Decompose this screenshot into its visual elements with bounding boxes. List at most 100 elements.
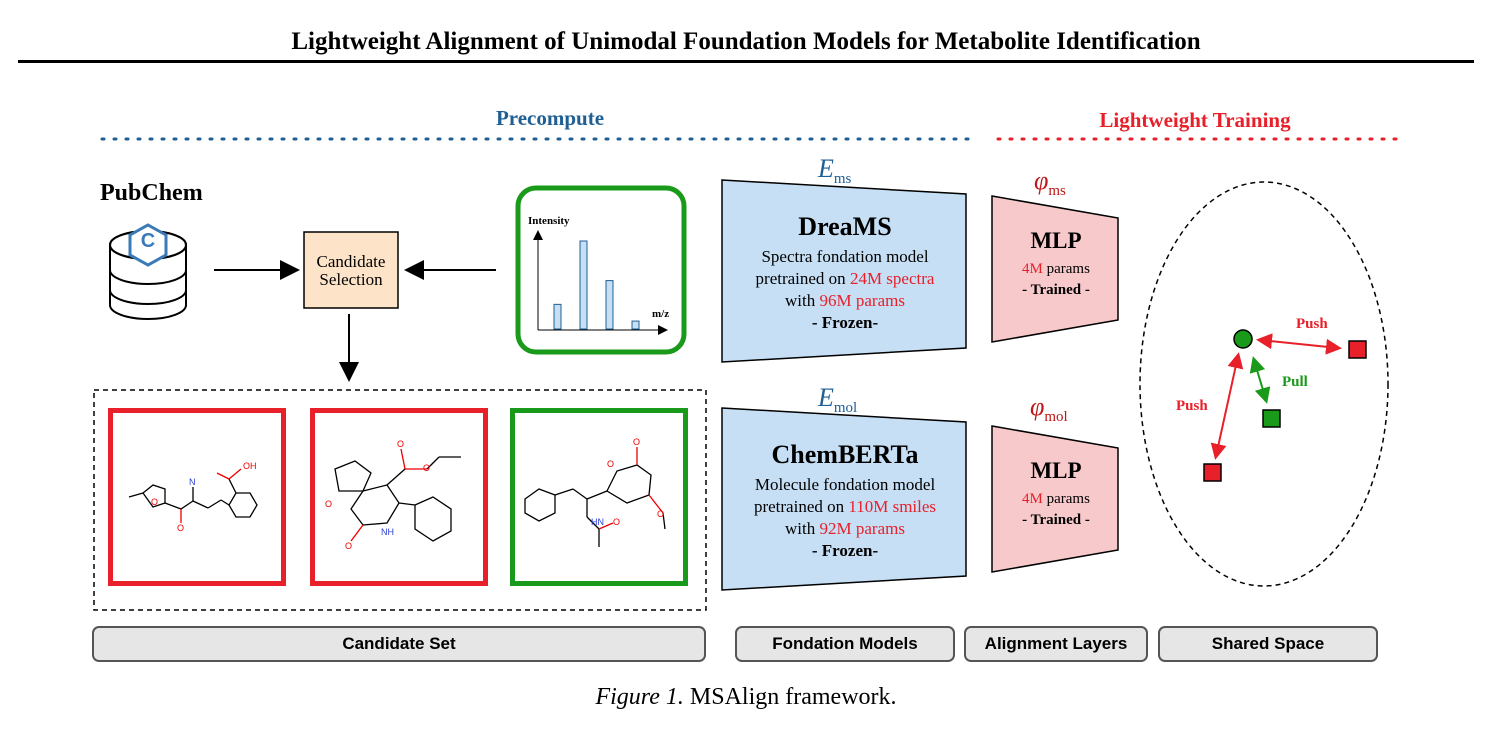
chemberta-encoder: ChemBERTa Molecule fondation model pretr… xyxy=(730,440,960,562)
candidate-selection-box xyxy=(303,231,399,309)
pubchem-logo-icon xyxy=(128,223,168,267)
mlp-mol-sub: mol xyxy=(1044,409,1068,426)
molecule-1-n: N xyxy=(189,477,196,487)
negative-point-left xyxy=(1203,463,1222,482)
mlp-ms-shape xyxy=(991,195,1119,343)
molecule-3-structure xyxy=(524,447,666,547)
candidate-selection-line2: Selection xyxy=(319,270,383,289)
mlp-ms-status: - Trained - xyxy=(1022,282,1090,298)
dreams-desc-3-red: 96M params xyxy=(819,291,905,310)
molecule-1-o2: O xyxy=(177,523,185,533)
mlp-ms-name: MLP xyxy=(1030,228,1082,253)
spectrum-peak xyxy=(553,303,562,330)
chemberta-desc-2: pretrained on 110M smiles xyxy=(730,496,960,518)
spectrum-card xyxy=(515,185,687,355)
page-title: Lightweight Alignment of Unimodal Founda… xyxy=(291,28,1201,55)
molecule-2-o2: O xyxy=(397,439,405,449)
molecule-2-o4: O xyxy=(345,541,353,551)
training-label: Lightweight Training xyxy=(1099,108,1291,132)
molecule-3-o3: O xyxy=(657,509,665,519)
molecule-2-o1: O xyxy=(325,499,333,509)
mlp-ms-params-unit: params xyxy=(1042,261,1090,277)
push-arrow-top xyxy=(1256,333,1342,355)
shared-space-label: Shared Space xyxy=(1158,626,1378,662)
molecule-1-structure xyxy=(128,468,258,523)
molecule-2-o3: O xyxy=(423,463,431,473)
dreams-name: DreaMS xyxy=(798,212,892,241)
precompute-label: Precompute xyxy=(495,106,605,130)
mlp-ms-sub: ms xyxy=(1048,183,1066,200)
molecule-card-1: O N O OH xyxy=(108,408,286,586)
mlp-ms-symbol: φms xyxy=(1034,166,1066,200)
pull-label: Pull xyxy=(1282,374,1308,390)
dreams-encoder-shape xyxy=(721,179,967,363)
encoder-mol-symbol: Emol xyxy=(818,383,857,417)
encoder-mol-sub: mol xyxy=(833,400,858,417)
push-label-left: Push xyxy=(1176,398,1208,414)
mlp-mol-symbol: φmol xyxy=(1030,392,1068,426)
mlp-ms-block: MLP 4M params - Trained - xyxy=(996,228,1116,301)
push-arrow-left xyxy=(1210,352,1244,460)
mlp-ms-params-count: 4M xyxy=(1022,261,1043,277)
molecule-2-nh: NH xyxy=(381,527,394,537)
pull-arrow xyxy=(1249,356,1271,404)
chemberta-desc-2-red: 110M smiles xyxy=(848,497,937,516)
molecule-card-3: O O O HN O xyxy=(510,408,688,586)
chemberta-desc-3: with 92M params xyxy=(730,518,960,540)
encoder-ms-symbol: Ems xyxy=(818,154,851,188)
dreams-desc-2-red: 24M spectra xyxy=(849,269,935,288)
anchor-point xyxy=(1233,329,1253,349)
negative-point-right xyxy=(1348,340,1367,359)
chemberta-encoder-shape xyxy=(721,407,967,591)
spectrum-peak xyxy=(605,280,614,330)
spectrum-ylabel: Intensity xyxy=(528,215,570,227)
encoder-ms-sub: ms xyxy=(833,171,852,188)
molecule-2-structure xyxy=(334,448,461,542)
spectrum-peak xyxy=(579,240,588,330)
dreams-desc-3-pre: with xyxy=(785,291,820,310)
pubchem-logo-letter: C xyxy=(140,230,156,252)
alignment-layers-label: Alignment Layers xyxy=(964,626,1148,662)
figure-caption: Figure 1. MSAlign framework. xyxy=(0,684,1492,711)
mlp-mol-status: - Trained - xyxy=(1022,512,1090,528)
molecule-3-o1: O xyxy=(607,459,615,469)
dreams-desc-2-pre: pretrained on xyxy=(755,269,850,288)
mlp-mol-params: 4M params xyxy=(996,489,1116,510)
mlp-mol-name: MLP xyxy=(1030,458,1082,483)
dreams-desc-2: pretrained on 24M spectra xyxy=(730,268,960,290)
encoder-mol-letter: E xyxy=(818,383,834,412)
shared-space-ellipse xyxy=(1139,181,1389,587)
dreams-status: - Frozen- xyxy=(811,313,879,332)
candidate-selection-label: Candidate Selection xyxy=(304,253,398,289)
caption-figure-number: Figure 1. xyxy=(595,684,684,710)
push-label-top: Push xyxy=(1296,316,1328,332)
caption-text: MSAlign framework. xyxy=(689,684,897,710)
molecule-3-o4: O xyxy=(613,517,621,527)
candidate-set-box xyxy=(93,389,707,611)
chemberta-desc-1: Molecule fondation model xyxy=(754,475,936,494)
spectrum-peaks xyxy=(553,240,640,330)
spectrum-xlabel: m/z xyxy=(652,308,670,320)
molecule-1-oh: OH xyxy=(243,461,257,471)
mlp-mol-shape xyxy=(991,425,1119,573)
dreams-desc-1: Spectra fondation model xyxy=(761,247,929,266)
dreams-encoder: DreaMS Spectra fondation model pretraine… xyxy=(730,212,960,334)
chemberta-name: ChemBERTa xyxy=(771,440,919,469)
molecule-card-2: O O O O NH xyxy=(310,408,488,586)
candidate-set-label: Candidate Set xyxy=(92,626,706,662)
mlp-mol-letter: φ xyxy=(1030,392,1045,421)
dreams-desc-3: with 96M params xyxy=(730,290,960,312)
mlp-mol-block: MLP 4M params - Trained - xyxy=(996,458,1116,531)
candidate-selection-line1: Candidate xyxy=(316,252,386,271)
molecule-3-o2: O xyxy=(633,437,641,447)
mlp-mol-params-unit: params xyxy=(1042,491,1090,507)
mlp-ms-letter: φ xyxy=(1034,166,1049,195)
pubchem-label: PubChem xyxy=(100,180,203,206)
chemberta-desc-3-pre: with xyxy=(785,519,820,538)
encoder-ms-letter: E xyxy=(818,154,834,183)
chemberta-status: - Frozen- xyxy=(811,541,879,560)
spectrum-peak xyxy=(631,320,640,330)
molecule-1-o1: O xyxy=(151,497,159,507)
chemberta-desc-2-pre: pretrained on xyxy=(753,497,849,516)
